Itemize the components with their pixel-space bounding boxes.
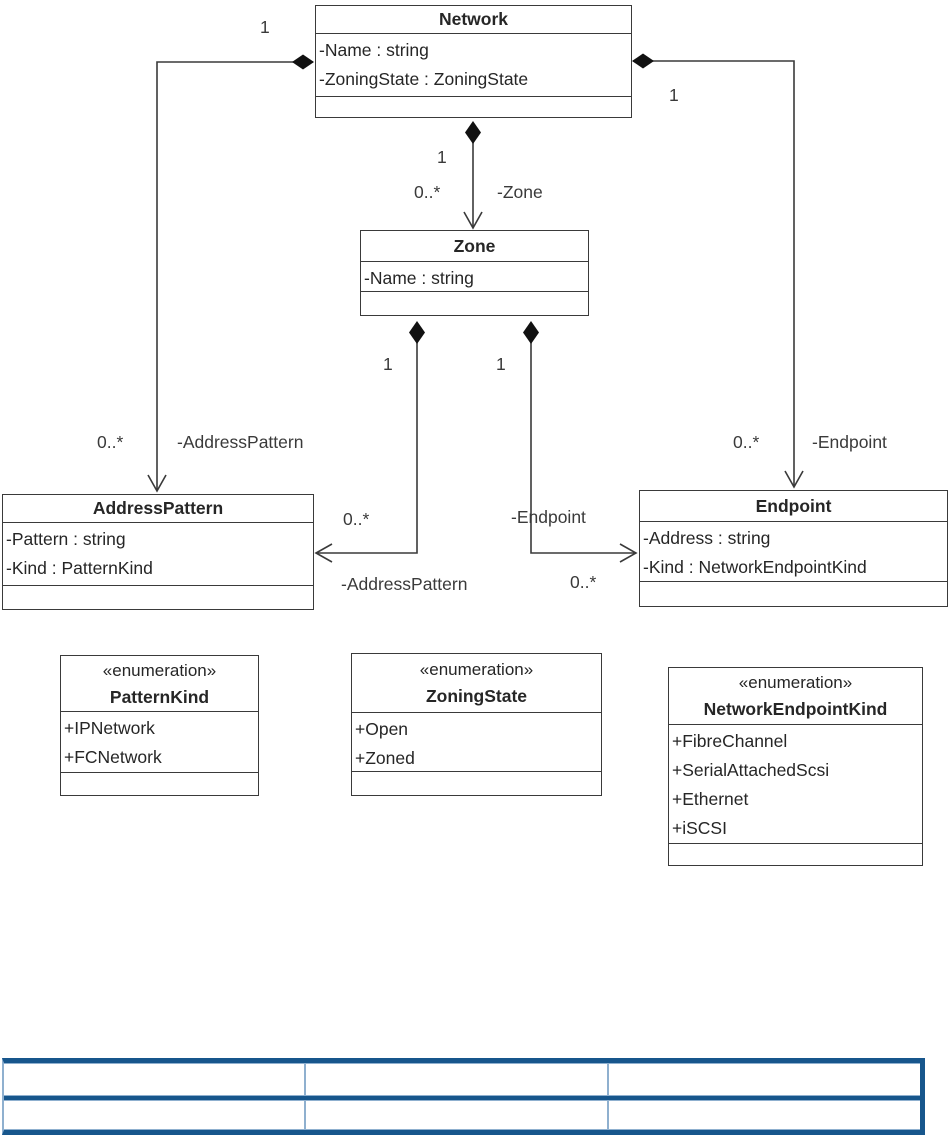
attribute: -Name : string <box>319 40 429 60</box>
attributes-compartment: -Address : string -Kind : NetworkEndpoin… <box>640 521 947 581</box>
attribute: -ZoningState : ZoningState <box>319 69 529 89</box>
operations-compartment-empty <box>361 291 588 315</box>
multiplicity-label: 1 <box>437 147 447 167</box>
bottom-table <box>2 1058 925 1135</box>
literals-compartment: +Open +Zoned <box>352 712 601 771</box>
open-arrowhead-zone-top <box>463 211 483 230</box>
composition-diamond-network-right <box>632 53 654 69</box>
class-name-addresspattern: AddressPattern <box>92 498 224 518</box>
enum-empty-compartment <box>669 843 922 865</box>
enum-header: «enumeration» PatternKind <box>61 656 258 711</box>
open-arrowhead-addresspattern-top <box>147 474 167 493</box>
association-line-network-endpoint <box>633 60 795 487</box>
class-addresspattern: AddressPattern -Pattern : string -Kind :… <box>2 494 314 610</box>
role-label: -Zone <box>497 182 543 202</box>
enum-literal: +Open <box>355 719 409 739</box>
multiplicity-label: 0..* <box>97 432 124 452</box>
enum-patternkind: «enumeration» PatternKind +IPNetwork +FC… <box>60 655 259 796</box>
multiplicity-label: 0..* <box>414 182 441 202</box>
enum-literal: +Zoned <box>355 748 415 768</box>
enum-empty-compartment <box>352 771 601 795</box>
enum-name-patternkind: PatternKind <box>109 686 210 707</box>
table-cell <box>609 1064 920 1095</box>
enum-zoningstate: «enumeration» ZoningState +Open +Zoned <box>351 653 602 796</box>
table-cell <box>4 1064 306 1095</box>
role-label: -Endpoint <box>511 507 586 527</box>
enum-literal: +Ethernet <box>672 789 749 809</box>
association-line-zone-addresspattern <box>316 340 418 554</box>
table-row <box>4 1100 920 1130</box>
attribute: -Name : string <box>364 268 474 288</box>
enum-literal: +iSCSI <box>672 818 727 838</box>
enum-header: «enumeration» NetworkEndpointKind <box>669 668 922 724</box>
operations-compartment-empty <box>640 581 947 606</box>
class-network: Network -Name : string -ZoningState : Zo… <box>315 5 632 118</box>
table-cell <box>609 1101 920 1129</box>
open-arrowhead-endpoint-top <box>784 470 804 489</box>
attributes-compartment: -Name : string <box>361 261 588 291</box>
table-cell <box>306 1064 609 1095</box>
multiplicity-label: 0..* <box>343 509 370 529</box>
class-name-network: Network <box>438 9 509 29</box>
class-name-endpoint: Endpoint <box>755 495 832 516</box>
multiplicity-label: 1 <box>496 354 506 374</box>
stereotype-label: «enumeration» <box>419 660 534 679</box>
table-row <box>4 1063 920 1096</box>
role-label: -Endpoint <box>812 432 887 452</box>
table-cell <box>306 1101 609 1129</box>
class-endpoint: Endpoint -Address : string -Kind : Netwo… <box>639 490 948 607</box>
attribute: -Address : string <box>643 528 771 548</box>
enum-literal: +FCNetwork <box>64 747 162 767</box>
association-line-zone-endpoint <box>530 340 636 554</box>
multiplicity-label: 0..* <box>570 572 597 592</box>
enum-literal: +FibreChannel <box>672 731 788 751</box>
operations-compartment-empty <box>316 96 631 117</box>
open-arrowhead-endpoint-left <box>619 543 638 563</box>
attribute: -Kind : NetworkEndpointKind <box>643 557 867 577</box>
enum-name-zoningstate: ZoningState <box>425 686 528 706</box>
enum-empty-compartment <box>61 772 258 795</box>
class-name-zone: Zone <box>453 235 496 256</box>
table-row-separator <box>4 1096 920 1100</box>
table-cell <box>4 1101 306 1129</box>
operations-compartment-empty <box>3 585 313 609</box>
enum-literal: +SerialAttachedScsi <box>672 760 830 780</box>
composition-diamond-zone-right <box>523 321 539 344</box>
attribute: -Kind : PatternKind <box>6 558 153 578</box>
role-label: -AddressPattern <box>177 432 304 452</box>
multiplicity-label: 1 <box>669 85 679 105</box>
multiplicity-label: 0..* <box>733 432 760 452</box>
multiplicity-label: 1 <box>260 17 270 37</box>
stereotype-label: «enumeration» <box>102 660 217 680</box>
literals-compartment: +IPNetwork +FCNetwork <box>61 711 258 772</box>
attributes-compartment: -Name : string -ZoningState : ZoningStat… <box>316 33 631 96</box>
multiplicity-label: 1 <box>383 354 393 374</box>
composition-diamond-zone-left <box>409 321 425 344</box>
stereotype-label: «enumeration» <box>738 673 853 692</box>
class-zone: Zone -Name : string <box>360 230 589 316</box>
composition-diamond-network-left <box>292 54 314 70</box>
open-arrowhead-addresspattern-right <box>314 543 333 563</box>
literals-compartment: +FibreChannel +SerialAttachedScsi +Ether… <box>669 724 922 843</box>
enum-name-networkendpointkind: NetworkEndpointKind <box>703 699 888 719</box>
attributes-compartment: -Pattern : string -Kind : PatternKind <box>3 522 313 585</box>
association-line-network-addresspattern <box>156 61 313 490</box>
enum-literal: +IPNetwork <box>64 718 155 738</box>
attribute: -Pattern : string <box>6 529 126 549</box>
enum-networkendpointkind: «enumeration» NetworkEndpointKind +Fibre… <box>668 667 923 866</box>
role-label: -AddressPattern <box>341 574 468 594</box>
composition-diamond-network-bottom <box>465 121 481 144</box>
enum-header: «enumeration» ZoningState <box>352 654 601 712</box>
